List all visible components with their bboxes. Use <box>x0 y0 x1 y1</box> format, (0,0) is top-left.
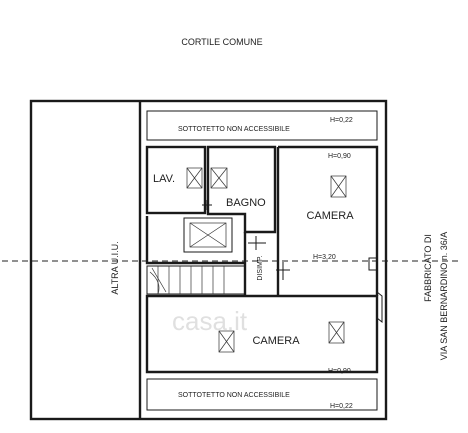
outer-boundary <box>29 99 388 421</box>
bathroom-skylight <box>210 167 228 189</box>
corridor-wall <box>145 216 245 265</box>
stair-curve <box>149 271 160 295</box>
bedroom-bottom-label: CAMERA <box>252 335 300 347</box>
bedroom-top-room <box>278 145 379 296</box>
staircase <box>146 265 246 295</box>
attic-bottom-height: H=0,22 <box>330 403 353 410</box>
watermark: casa.it <box>172 306 248 336</box>
attic-top-label: SOTTOTETTO NON ACCESSIBILE <box>178 126 290 133</box>
attic-bottom-strip <box>146 378 378 411</box>
bathroom-room <box>206 145 277 234</box>
courtyard-label: CORTILE COMUNE <box>181 37 262 47</box>
attic-bottom-label: SOTTOTETTO NON ACCESSIBILE <box>178 392 290 399</box>
laundry-label: LAV. <box>153 173 175 185</box>
bedroom-top-skylight <box>330 175 347 198</box>
bedroom-top-height: H=0,90 <box>328 153 351 160</box>
hallway-walls <box>243 147 280 296</box>
building-line-1: FABBRICATO DI <box>423 234 433 302</box>
bedroom-bottom-skylight-left <box>218 330 235 353</box>
bedroom-bottom-skylight-right <box>328 321 345 344</box>
right-wall-niche <box>368 257 378 271</box>
building-line-2: VIA SAN BERNARDINO n. 36/A <box>439 232 449 361</box>
ridge-height: H=3,20 <box>313 254 336 261</box>
laundry-skylight <box>186 167 203 189</box>
stair-skylight <box>183 217 233 253</box>
bedroom-top-label: CAMERA <box>306 210 354 222</box>
attic-top-strip <box>146 110 378 141</box>
other-unit-label: ALTRA U.I.U. <box>110 241 120 294</box>
bathroom-label: BAGNO <box>226 197 266 209</box>
laundry-room <box>145 145 207 215</box>
bedroom-bottom-height: H=0,90 <box>328 368 351 375</box>
attic-top-height: H=0,22 <box>330 117 353 124</box>
bedroom-bottom-room <box>145 294 379 374</box>
hallway-label: DISIMP. <box>257 255 264 280</box>
